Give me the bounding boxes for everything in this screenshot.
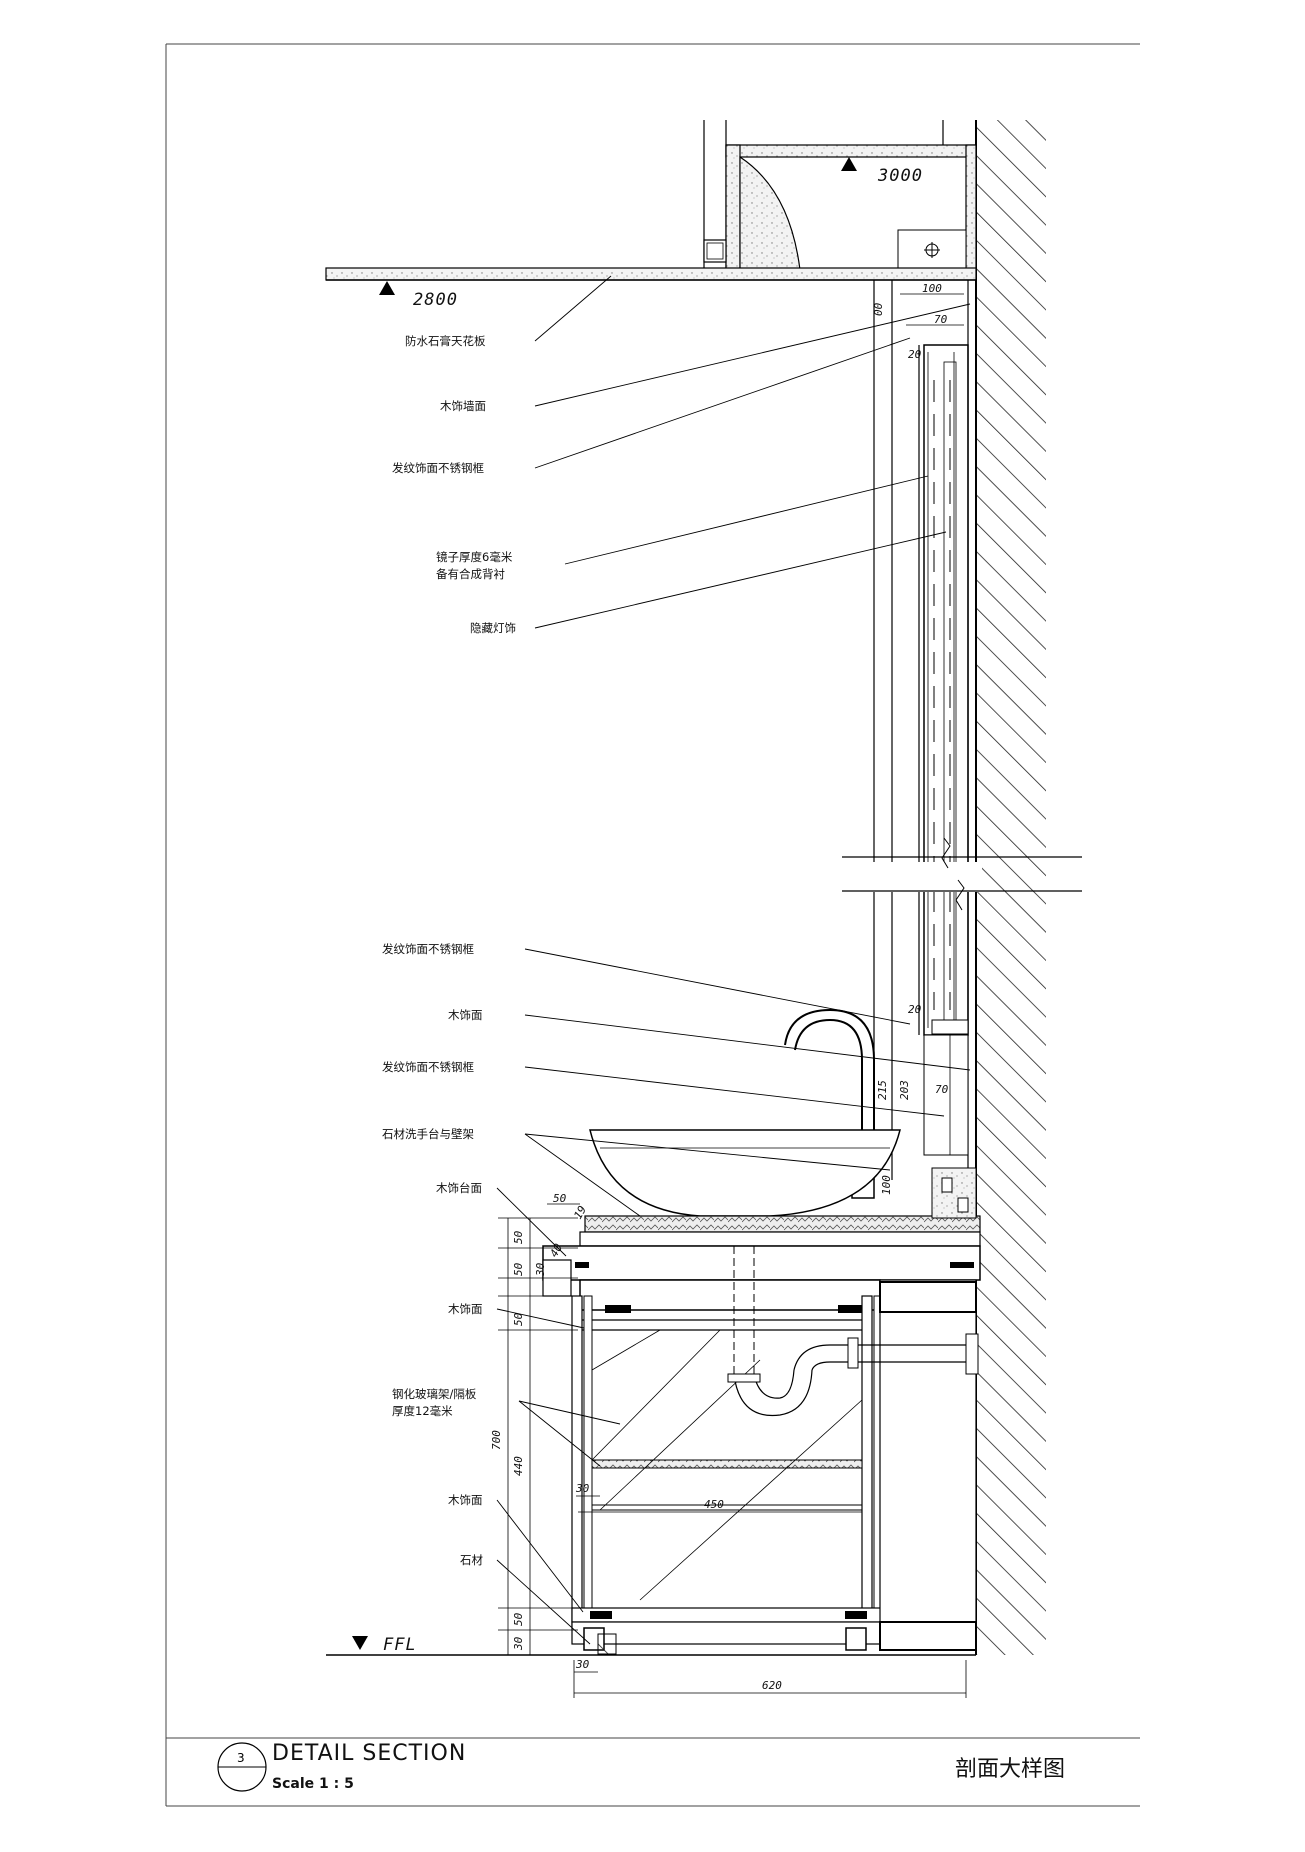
dim-70: 70 [934,313,948,326]
ceiling: 2800 [325,267,977,310]
dim-20b: 20 [908,1003,922,1016]
level-2800: 2800 [413,290,458,310]
drawing-title: DETAIL SECTION [272,1741,466,1766]
basin [589,1129,901,1217]
level-ffl: FFL [383,1635,417,1655]
dim-100: 100 [922,282,942,295]
dim-00: 00 [872,302,885,316]
drawing-number: 3 [237,1751,245,1765]
dim-v30b: 30 [512,1636,525,1651]
dim-v440: 440 [512,1456,525,1476]
dim-19: 19 [571,1204,589,1222]
dim-100b: 100 [880,1175,893,1195]
dim-40: 40 [547,1241,565,1259]
vanity-dimensions: 50 50 30 50 700 440 50 30 50 19 40 [490,1192,589,1655]
dim-203: 203 [898,1080,911,1100]
dim-20a: 20 [908,348,922,361]
label-steel-frame-1: 发纹饰面不锈钢框 [392,461,484,475]
drain-trap [727,1246,979,1417]
dim-h30b: 30 [575,1658,590,1671]
dim-h30a: 30 [575,1482,590,1495]
title-block: 3 DETAIL SECTION Scale 1 : 5 剖面大样图 [217,1741,1065,1792]
dim-v30a: 30 [534,1262,547,1277]
label-glass-thickness: 厚度12毫米 [392,1404,453,1418]
ceiling-bulkhead: 3000 [703,120,977,276]
level-3000: 3000 [877,166,923,186]
drawing-scale: Scale 1 : 5 [272,1776,354,1792]
label-wood-wall: 木饰墙面 [440,399,486,413]
sheet-frame [165,43,1140,1807]
dim-v50d: 50 [512,1612,525,1626]
dim-h620: 620 [762,1679,782,1692]
label-stone-basin: 石材洗手台与壁架 [382,1127,474,1141]
label-mirror: 镜子厚度6毫米 [436,550,513,564]
dim-v50c: 50 [512,1312,525,1326]
drawing-title-cn: 剖面大样图 [955,1757,1065,1782]
label-wood-counter: 木饰台面 [436,1181,482,1195]
label-backing: 备有合成背衬 [436,567,505,581]
dim-50top: 50 [553,1192,567,1205]
annotation-labels: 防水石膏天花板 木饰墙面 发纹饰面不锈钢框 镜子厚度6毫米 备有合成背衬 隐藏灯… [382,334,516,1567]
leader-lines [496,275,971,1645]
dim-h450: 450 [704,1498,724,1511]
floor: FFL [326,1635,976,1656]
vanity-cabinet [571,1279,977,1655]
label-steel-frame-3: 发纹饰面不锈钢框 [382,1060,474,1074]
dim-v50b: 50 [512,1262,525,1276]
label-glass-shelf: 钢化玻璃架/隔板 [392,1387,477,1401]
dim-70b: 70 [935,1083,949,1096]
label-stone: 石材 [460,1553,483,1567]
label-ceiling: 防水石膏天花板 [405,334,486,348]
structural-wall [975,120,1046,1655]
label-steel-frame-2: 发纹饰面不锈钢框 [382,942,474,956]
mirror-dimensions: 100 70 00 20 20 70 215 203 100 [872,282,964,1195]
mirror-panel [842,280,1082,1180]
dim-215: 215 [876,1080,889,1100]
dim-v50a: 50 [512,1230,525,1244]
bottom-dimensions: 30 450 30 620 [573,1482,967,1698]
dim-v700: 700 [490,1430,503,1450]
label-hidden-light: 隐藏灯饰 [470,621,516,635]
label-wood-finish-2: 木饰面 [448,1302,483,1316]
label-wood-finish-1: 木饰面 [448,1008,483,1022]
label-wood-finish-3: 木饰面 [448,1493,483,1507]
